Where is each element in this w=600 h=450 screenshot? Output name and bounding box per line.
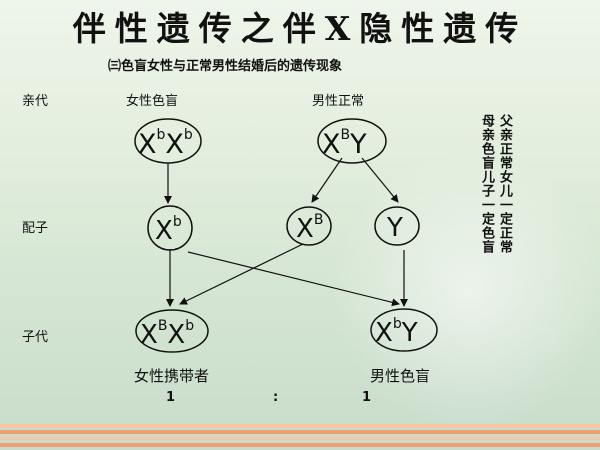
row-label-parents: 亲代 (22, 94, 49, 109)
svg-text:XB: XB (296, 212, 323, 244)
svg-text:XbXb: XbXb (138, 127, 193, 160)
svg-text:XBXb: XBXb (140, 318, 194, 350)
node-mother: XbXb (134, 118, 202, 164)
note-column-mother: 母亲色盲儿子一定色盲 (479, 114, 494, 254)
son-label: 男性色盲 (370, 367, 431, 385)
arrow-father-to-gamete-x (311, 157, 343, 203)
node-gamete-mother: Xb (147, 205, 193, 251)
genotype-mother-allele-1: X (138, 129, 157, 160)
slide-title: 伴性遗传之伴X隐性遗传 (72, 9, 528, 48)
node-gamete-father-y: Y (374, 206, 420, 246)
father-label: 男性正常 (312, 94, 365, 109)
footer-stripe-light-2 (0, 437, 600, 440)
arrow-gamete-mother-to-son (187, 251, 400, 307)
footer-stripe-light (0, 424, 600, 428)
footer-stripe-orange-2 (0, 443, 600, 447)
node-daughter: XBXb (135, 309, 209, 353)
node-father: XBY (317, 118, 387, 164)
mother-label: 女性色盲 (126, 94, 179, 109)
ratio-separator: : (273, 390, 279, 405)
svg-text:XBY: XBY (322, 127, 367, 160)
arrow-father-to-gamete-y (361, 157, 399, 203)
ratio-daughter: 1 (166, 390, 176, 405)
footer-stripe-orange (0, 430, 600, 434)
svg-text:XbY: XbY (375, 316, 418, 348)
slide-subtitle: ㈢色盲女性与正常男性结婚后的遗传现象 (108, 59, 343, 74)
node-gamete-father-x: XB (286, 206, 332, 246)
ratio-son: 1 (362, 390, 372, 405)
background-glow (330, 150, 600, 430)
row-label-offspring: 子代 (22, 330, 49, 345)
arrow-gamete-x-to-daughter (179, 243, 304, 305)
svg-text:Y: Y (386, 213, 403, 243)
row-label-gametes: 配子 (22, 221, 49, 236)
node-son: XbY (370, 308, 438, 352)
svg-text:Xb: Xb (155, 214, 182, 246)
daughter-label: 女性携带者 (134, 367, 210, 385)
note-column-father: 父亲正常女儿一定正常 (497, 114, 512, 254)
